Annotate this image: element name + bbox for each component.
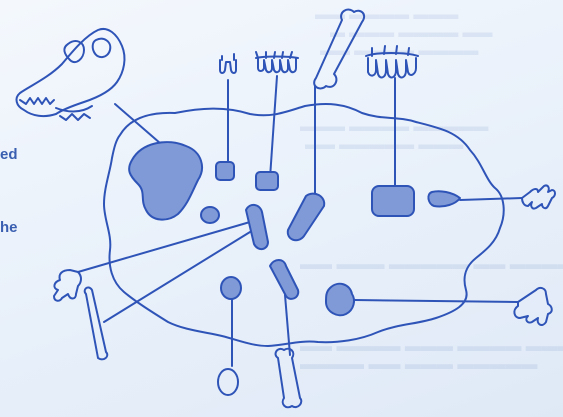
t-rex-skull-icon [15, 28, 126, 121]
claw-icon [53, 269, 82, 302]
leader-line [77, 221, 251, 273]
rod-fossil-shape [245, 204, 269, 250]
foot-icon [513, 286, 553, 326]
oval-fossil-icon [217, 368, 239, 396]
leader-line [354, 299, 519, 303]
claw-icon [521, 184, 556, 210]
teeth-fossil-shape [371, 185, 415, 217]
teeth-icon [255, 51, 299, 74]
teeth-icon [365, 45, 419, 79]
foot-fossil-shape [325, 282, 355, 317]
skull-fossil-shape [128, 141, 203, 221]
leader-line [269, 75, 278, 179]
leader-line [103, 231, 251, 323]
tooth-fossil-shape [255, 171, 279, 191]
bone-fossil-shape [286, 192, 326, 242]
oval-fossil-shape [220, 276, 242, 300]
bone-icon [274, 347, 303, 409]
bone-fossil-shape [269, 259, 300, 300]
claw-fossil-shape [427, 190, 461, 208]
cut-off-text-fragment: ed [0, 146, 18, 163]
leader-line [459, 197, 523, 201]
bone-icon [83, 286, 109, 361]
oval-fossil-shape [200, 206, 220, 224]
cut-off-text-fragment: he [0, 219, 18, 236]
leader-line [284, 294, 291, 356]
bone-icon [313, 8, 366, 90]
tooth-fossil-shape [215, 161, 235, 181]
teeth-icon [219, 53, 237, 74]
